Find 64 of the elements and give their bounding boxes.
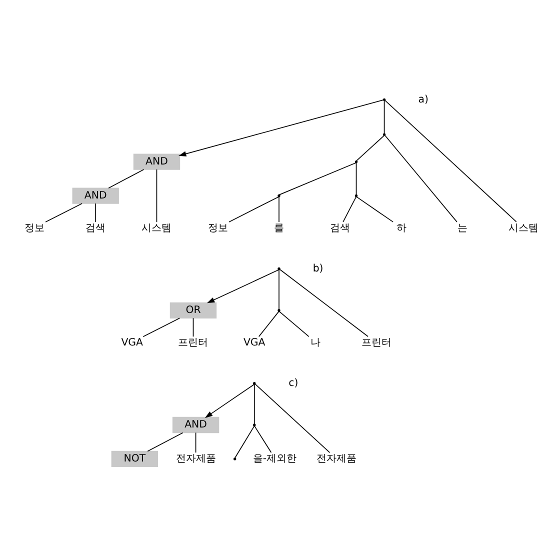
node-text: 검색: [330, 223, 350, 234]
node-text: 하: [396, 223, 406, 234]
node-text: 을-제외한: [252, 454, 297, 465]
arrow: [206, 269, 280, 304]
node-box: OR: [170, 302, 217, 318]
node-point: [382, 133, 386, 136]
connector: [147, 432, 184, 452]
node-point: [253, 424, 256, 426]
node-text: 정보: [208, 223, 228, 234]
node-text: VGA: [121, 338, 144, 349]
node-text: 를: [274, 223, 284, 234]
node-point: [278, 194, 280, 198]
node-point: [354, 194, 358, 198]
connector: [254, 384, 255, 424]
node-text: 는: [457, 223, 468, 234]
node-box: AND: [72, 188, 119, 204]
connector: [342, 196, 357, 222]
node-point: [234, 458, 236, 460]
connector: [278, 162, 356, 196]
connector: [254, 384, 330, 453]
node-point: [253, 382, 256, 385]
node-text: 전자제품: [316, 454, 357, 465]
connector: [278, 310, 310, 337]
arrow: [178, 100, 384, 156]
node-text: 시스템: [142, 223, 172, 234]
connector: [280, 269, 368, 337]
node-box: AND: [133, 154, 180, 170]
connector: [278, 196, 280, 222]
connector: [192, 318, 194, 338]
connector: [356, 162, 357, 196]
node-point: [354, 160, 358, 164]
connector: [356, 135, 385, 162]
node-point: [382, 98, 386, 102]
connector: [278, 269, 280, 310]
label: a): [418, 94, 428, 106]
node-text: 프린터: [362, 338, 392, 349]
node-text: 프린터: [178, 338, 208, 349]
arrow: [204, 384, 255, 418]
node-text: VGA: [243, 338, 266, 349]
label: b): [312, 263, 324, 274]
label: c): [288, 378, 298, 390]
connector: [384, 100, 385, 134]
connector: [384, 135, 458, 222]
connector: [384, 100, 517, 222]
connector: [254, 426, 272, 453]
node-point: [278, 267, 280, 270]
node-text: 전자제품: [176, 454, 216, 465]
connector: [45, 203, 82, 222]
connector: [234, 426, 255, 458]
connector: [258, 310, 280, 337]
connector: [108, 169, 144, 188]
node-text: 정보: [24, 223, 44, 234]
node-text: 검색: [86, 223, 106, 234]
node-box: NOT: [111, 450, 158, 468]
node-point: [278, 309, 280, 312]
connector: [95, 203, 96, 222]
connector: [195, 432, 196, 453]
connector: [228, 196, 280, 222]
connector: [356, 196, 394, 222]
node-box: AND: [172, 416, 220, 434]
node-text: 나: [310, 338, 321, 349]
connector: [142, 318, 180, 338]
node-text: 시스템: [508, 223, 539, 234]
connector: [156, 169, 158, 222]
